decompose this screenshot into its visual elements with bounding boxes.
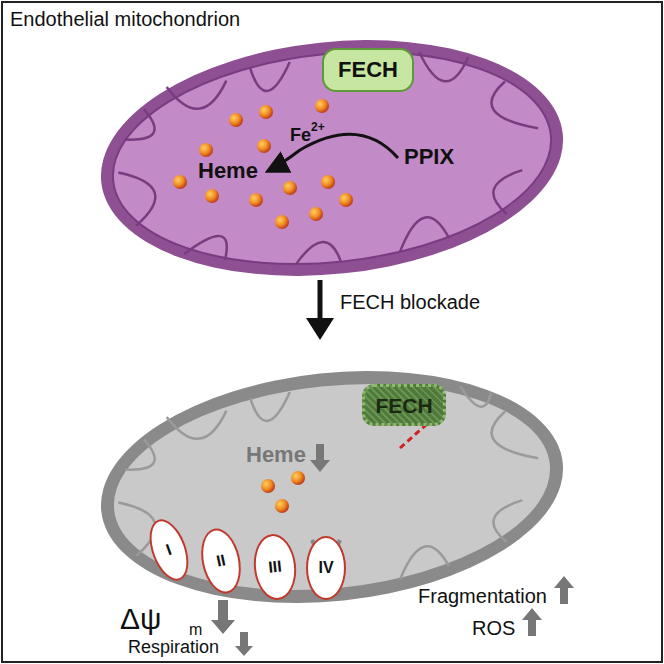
node-text: FECH (375, 395, 432, 416)
node-text: II (215, 552, 227, 569)
label-text: Heme (198, 160, 258, 182)
damaged-mitochondrion (89, 349, 574, 624)
complex-ellipse: IV (306, 536, 346, 600)
blockade-arrow (306, 318, 334, 340)
label-text: FECH blockade (340, 292, 480, 312)
label-text: PPIX (404, 146, 454, 168)
label-text: Fe (290, 126, 311, 144)
node-text: IV (318, 560, 333, 576)
label-text: Δψ (120, 604, 161, 634)
trend-arrows (211, 444, 574, 656)
blocked-enzyme-box: FECH (362, 384, 446, 426)
reaction-arrow (270, 134, 398, 170)
diagram-title: Endothelial mitochondrion (10, 9, 240, 29)
label-text: m (189, 622, 202, 638)
label-text: Fragmentation (418, 586, 547, 606)
heme-dots (173, 99, 353, 229)
node-text: FECH (338, 59, 398, 81)
label-text: Heme (246, 444, 306, 466)
enzyme-box: FECH (322, 48, 414, 92)
label-text: 2+ (311, 121, 325, 133)
healthy-mitochondrion (89, 18, 575, 297)
node-text: I (164, 542, 174, 559)
node-text: III (268, 558, 283, 575)
label-text: Respiration (128, 638, 219, 656)
label-text: ROS (472, 618, 515, 638)
